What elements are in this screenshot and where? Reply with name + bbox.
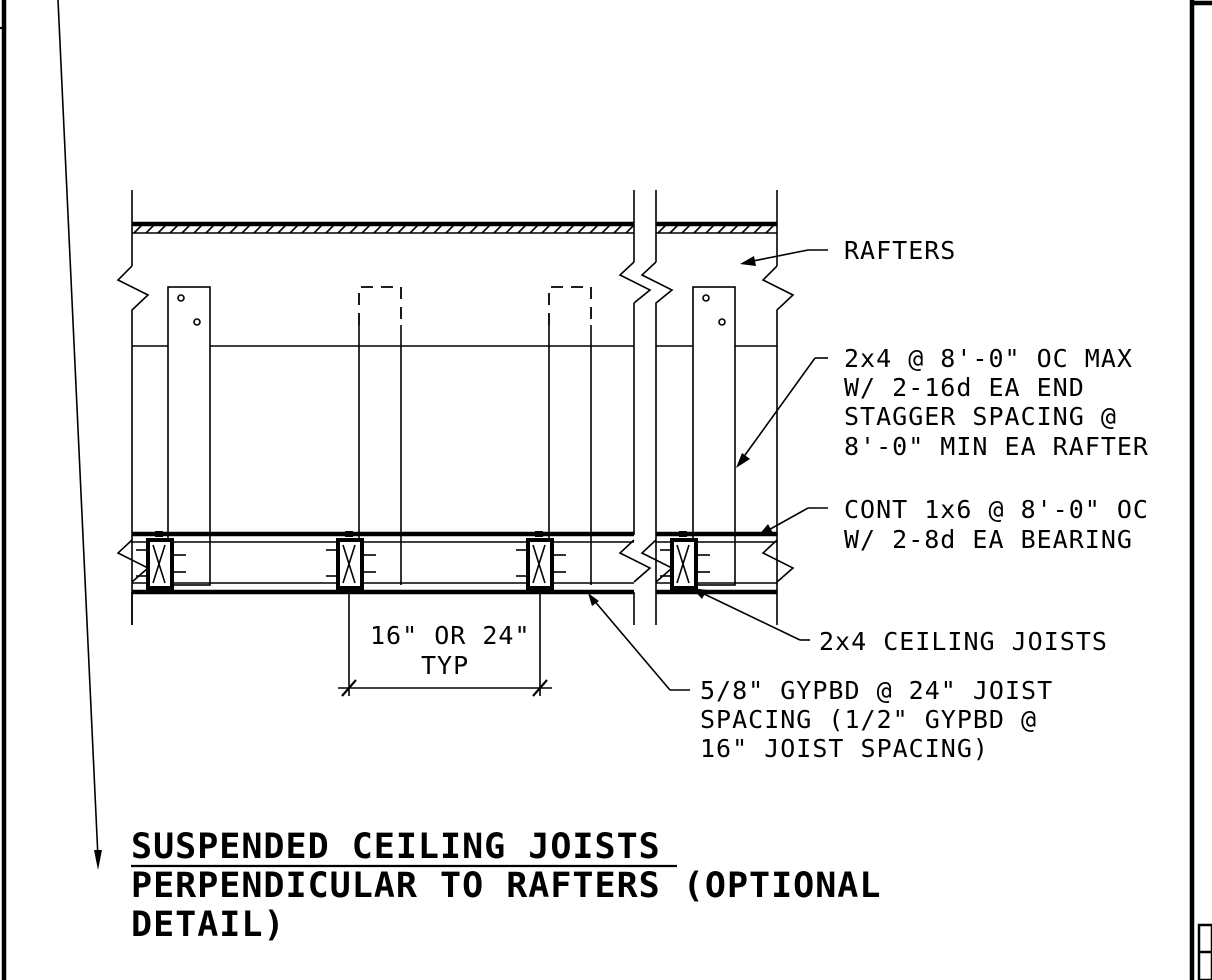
joist-section	[660, 531, 710, 590]
strap-clip	[155, 531, 163, 537]
joist-cross	[532, 544, 546, 584]
hatch-stroke	[193, 224, 203, 234]
hatch-stroke	[741, 224, 751, 234]
hatch-stroke	[717, 224, 727, 234]
hatch-stroke	[361, 224, 371, 234]
label-gypbd-line1: 5/8" GYPBD @ 24" JOIST	[700, 676, 1053, 705]
joist-cross	[152, 544, 166, 584]
hatch-stroke	[541, 224, 551, 234]
hatch-stroke	[445, 224, 455, 234]
detail-title: SUSPENDED CEILING JOISTS PERPENDICULAR T…	[131, 827, 881, 945]
label-strut-line2: W/ 2-16d EA END	[844, 373, 1085, 402]
joist-outline	[336, 538, 364, 590]
roof-sheathing	[132, 221, 777, 234]
hatch-stroke	[457, 224, 467, 234]
hatch-stroke	[505, 224, 515, 234]
hatch-stroke	[669, 224, 679, 234]
hatch-stroke	[265, 224, 275, 234]
hatch-stroke	[325, 224, 335, 234]
hatch-stroke	[753, 224, 763, 234]
hatch-stroke	[577, 224, 587, 234]
hatch-stroke	[289, 224, 299, 234]
spacing-dimension: 16" OR 24" TYP	[338, 592, 552, 697]
strap-clip	[345, 531, 353, 537]
hatch-stroke	[397, 224, 407, 234]
hatch-stroke	[469, 224, 479, 234]
corner-stamp	[1197, 923, 1212, 980]
strap-clip	[679, 531, 687, 537]
hatch-stroke	[205, 224, 215, 234]
hatch-stroke	[565, 224, 575, 234]
callout-labels: RAFTERS 2x4 @ 8'-0" OC MAX W/ 2-16d EA E…	[700, 236, 1149, 763]
hatch-stroke	[241, 224, 251, 234]
hatch-stroke	[493, 224, 503, 234]
hatch-stroke	[589, 224, 599, 234]
hatch-stroke	[301, 224, 311, 234]
label-cont-line1: CONT 1x6 @ 8'-0" OC	[844, 495, 1149, 524]
hatch-stroke	[385, 224, 395, 234]
rafter-outline	[116, 190, 795, 625]
hatch-stroke	[133, 224, 143, 234]
label-strut-line1: 2x4 @ 8'-0" OC MAX	[844, 344, 1133, 373]
joist-section	[516, 531, 566, 590]
hatch-stroke	[253, 224, 263, 234]
hatch-stroke	[145, 224, 155, 234]
joist-cross	[676, 544, 690, 584]
hatch-stroke	[705, 224, 715, 234]
label-gypbd-line2: SPACING (1/2" GYPBD @	[700, 705, 1037, 734]
joist-section	[136, 531, 186, 590]
joist-outline	[146, 538, 174, 590]
vertical-2x4-struts	[167, 286, 736, 586]
hatch-stroke	[657, 224, 667, 234]
hatch-stroke	[625, 224, 635, 234]
hatch-stroke	[765, 224, 775, 234]
strap-clip	[535, 531, 543, 537]
title-sub-line2: DETAIL)	[131, 905, 286, 945]
hatch-stroke	[681, 224, 691, 234]
hatch-stroke	[693, 224, 703, 234]
label-rafters: RAFTERS	[844, 236, 956, 265]
hatch-stroke	[421, 224, 431, 234]
leaders	[588, 249, 828, 691]
hatch-stroke	[313, 224, 323, 234]
joist-section	[326, 531, 376, 590]
label-cont-line2: W/ 2-8d EA BEARING	[844, 525, 1133, 554]
label-strut-line3: STAGGER SPACING @	[844, 402, 1117, 431]
spacing-dim-line2: TYP	[421, 651, 469, 680]
hatch-stroke	[169, 224, 179, 234]
hatch-stroke	[409, 224, 419, 234]
label-joists: 2x4 CEILING JOISTS	[819, 627, 1108, 656]
joist-outline	[670, 538, 698, 590]
title-main: SUSPENDED CEILING JOISTS	[131, 827, 661, 867]
hatch-stroke	[553, 224, 563, 234]
joist-cross	[342, 544, 356, 584]
hatch-stroke	[217, 224, 227, 234]
spacing-dim-line1: 16" OR 24"	[370, 621, 531, 650]
hatch-stroke	[337, 224, 347, 234]
hatch-stroke	[529, 224, 539, 234]
hatch-stroke	[481, 224, 491, 234]
hatch-stroke	[157, 224, 167, 234]
hatch-stroke	[181, 224, 191, 234]
label-gypbd-line3: 16" JOIST SPACING)	[700, 734, 989, 763]
hatch-stroke	[433, 224, 443, 234]
hatch-stroke	[729, 224, 739, 234]
hatch-stroke	[613, 224, 623, 234]
hatch-stroke	[229, 224, 239, 234]
title-sub-line1: PERPENDICULAR TO RAFTERS (OPTIONAL	[131, 866, 881, 906]
hatch-stroke	[277, 224, 287, 234]
hatch-stroke	[601, 224, 611, 234]
title-leader	[57, 0, 102, 870]
hatch-stroke	[517, 224, 527, 234]
hatch-stroke	[349, 224, 359, 234]
ceiling-joist-sections	[136, 531, 710, 590]
label-strut-line4: 8'-0" MIN EA RAFTER	[844, 432, 1149, 461]
joist-outline	[526, 538, 554, 590]
hatch-stroke	[373, 224, 383, 234]
